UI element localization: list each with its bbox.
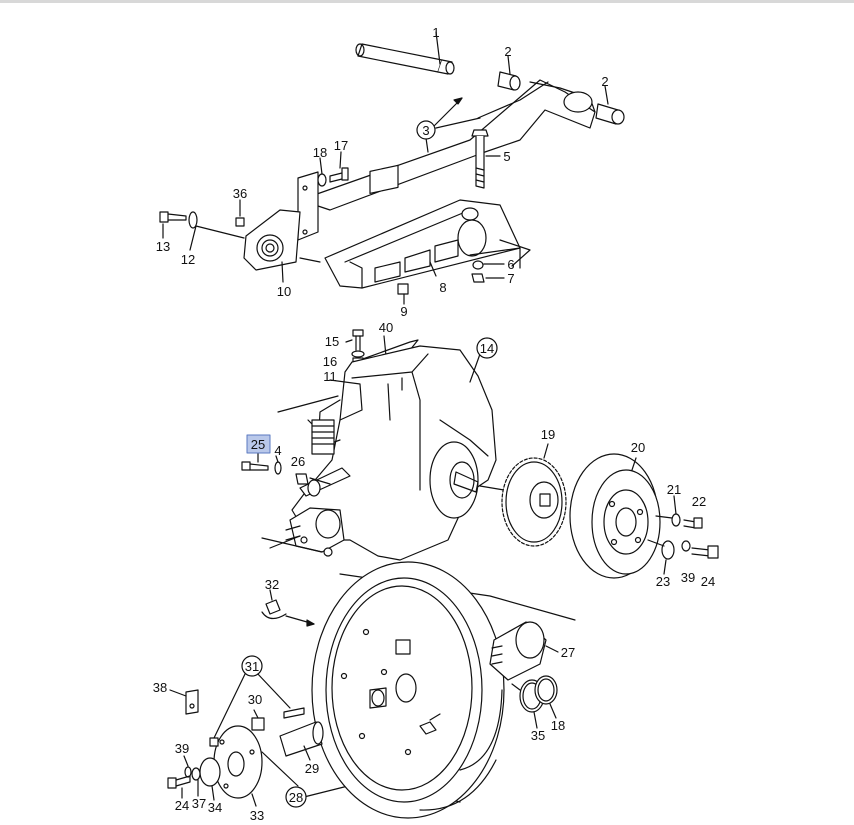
label-2: 2 — [504, 44, 511, 59]
highlighted-label-25: 25 — [246, 434, 271, 454]
part-34-disc — [199, 757, 221, 801]
part-2-bushing-left — [497, 55, 521, 91]
wheel — [311, 561, 505, 819]
label-35: 35 — [531, 728, 545, 743]
label-6: 6 — [507, 257, 514, 272]
label-24-lower: 24 — [175, 798, 189, 813]
label-9: 9 — [400, 304, 407, 319]
part-labels: 1 2 2 5 17 18 36 13 12 10 8 6 7 9 15 40 … — [153, 25, 715, 823]
label-11: 11 — [323, 369, 337, 384]
part-39-lockwasher-lower — [183, 755, 192, 778]
label-18-lower: 18 — [551, 718, 565, 733]
label-8: 8 — [439, 280, 446, 295]
part-37-nut — [191, 767, 201, 797]
label-33: 33 — [250, 808, 264, 823]
part-23-washer — [661, 540, 675, 575]
part-38-bracket — [169, 689, 199, 715]
part-13-bolt — [159, 211, 187, 239]
label-1: 1 — [432, 25, 439, 40]
part-39-lockwasher — [681, 540, 691, 552]
mounting-plate — [297, 171, 319, 241]
label-27: 27 — [561, 645, 575, 660]
label-38: 38 — [153, 680, 167, 695]
label-39-lower: 39 — [175, 741, 189, 756]
label-5: 5 — [503, 149, 510, 164]
label-15: 15 — [325, 334, 339, 349]
label-26: 26 — [291, 454, 305, 469]
part-32-clip — [261, 589, 287, 620]
part-21-washer — [671, 495, 681, 527]
part-17-screw — [329, 151, 349, 183]
label-36: 36 — [233, 186, 247, 201]
swing-arm-assembly — [159, 31, 625, 305]
part-18-washer — [317, 157, 327, 187]
part-24-bolt-lower — [167, 775, 191, 799]
part-31-screws — [213, 671, 305, 739]
label-17: 17 — [334, 138, 348, 153]
label-21: 21 — [667, 482, 681, 497]
part-2-bushing-right — [595, 85, 625, 125]
part-24-bolt — [647, 539, 719, 559]
part-27-drive-hub — [489, 621, 559, 681]
gearbox-housing — [285, 345, 497, 561]
part-26-nut — [295, 473, 309, 485]
label-10: 10 — [277, 284, 291, 299]
label-37: 37 — [192, 796, 206, 811]
label-12: 12 — [181, 252, 195, 267]
label-31: 31 — [245, 659, 259, 674]
part-22-bolt — [655, 515, 703, 529]
label-40: 40 — [379, 320, 393, 335]
label-16: 16 — [323, 354, 337, 369]
label-19: 19 — [541, 427, 555, 442]
label-29: 29 — [305, 761, 319, 776]
wheel-assembly — [167, 561, 576, 819]
part-15-bolt — [345, 329, 364, 351]
label-7: 7 — [507, 271, 514, 286]
part-1-shaft — [355, 31, 455, 75]
part-10-housing — [243, 209, 301, 283]
label-18: 18 — [313, 145, 327, 160]
part-29-spacer — [279, 721, 324, 761]
label-24: 24 — [701, 574, 715, 589]
part-6-washer — [472, 260, 505, 270]
label-4: 4 — [274, 443, 281, 458]
label-2: 2 — [601, 74, 608, 89]
top-border — [0, 0, 854, 3]
part-7-nut — [471, 273, 505, 283]
gearbox-assembly — [241, 329, 719, 579]
part-18-ring — [534, 675, 558, 719]
part-30-sleeve — [251, 709, 265, 731]
label-14: 14 — [480, 341, 494, 356]
part-4-washer — [274, 455, 282, 475]
label-30: 30 — [248, 692, 262, 707]
part-20-pulley — [569, 453, 661, 579]
label-3: 3 — [422, 123, 429, 138]
part-19-sprocket — [501, 443, 567, 547]
label-34: 34 — [208, 800, 222, 815]
label-20: 20 — [631, 440, 645, 455]
circled-labels: 3 14 31 28 — [241, 120, 498, 808]
label-39: 39 — [681, 570, 695, 585]
part-25-bolt — [241, 451, 269, 471]
label-28: 28 — [289, 790, 303, 805]
part-8-casting — [324, 164, 531, 289]
label-13: 13 — [156, 239, 170, 254]
part-36-nut — [235, 199, 245, 227]
part-5-bolt — [471, 129, 501, 189]
label-32: 32 — [265, 577, 279, 592]
part-9-nut — [397, 283, 409, 305]
label-25: 25 — [251, 437, 265, 452]
label-23: 23 — [656, 574, 670, 589]
label-22: 22 — [692, 494, 706, 509]
part-12-washer — [188, 211, 245, 251]
